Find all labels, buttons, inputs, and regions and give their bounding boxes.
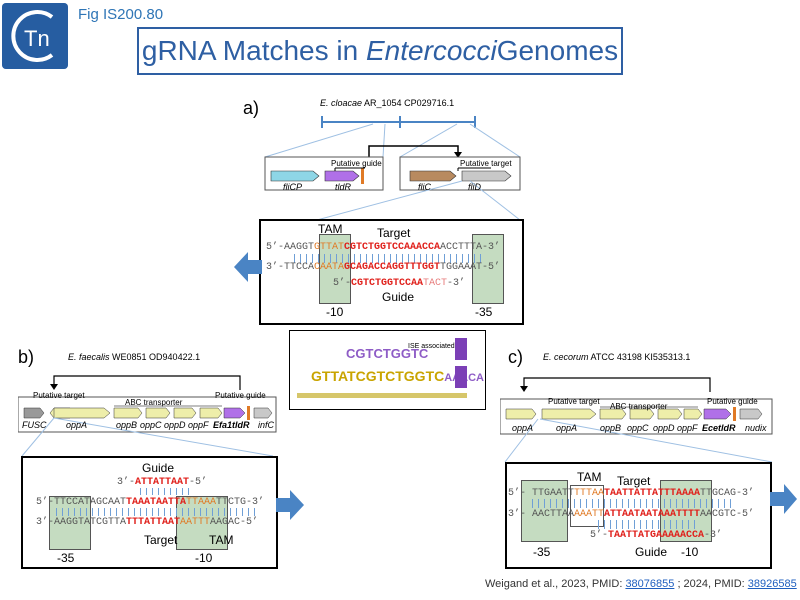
panel-b-seq-bottom: 3’-AAGGTATCGTTATTTATTAATAATTTAAGAC-5’ [36,517,259,528]
gene-c-oppa1: oppA [512,423,534,433]
tn-logo: Tn [2,3,68,69]
panel-c-guide-seq: 5’-TAATTATGAAAAACCA-3’ [590,530,723,541]
gene-c-tldr: EcetldR [702,423,736,433]
gene-flic: fliC [418,182,431,192]
panel-b-guide-seq: 3’-ATTATTAAT-5’ [117,477,208,488]
panel-a-minus35: -35 [475,305,493,319]
gene-c-oppf: oppF [677,423,698,433]
panel-a-guide-seq: 5’-CGTCTGGTCCAATACT-3’ [333,278,466,289]
gene-tldr: tldR [335,182,352,192]
gene-flid: fliD [468,182,481,192]
gene-c-oppd: oppD [653,423,675,433]
title-italic: Entercocci [365,35,497,66]
panel-c-seq-top: 5’- TTGAATTTTTAATAATTATTATTTAAAATTGCAG-3… [508,488,755,499]
panel-c-label: c) [508,347,523,367]
panel-c-35-box [521,480,568,542]
panel-b-seq-box [21,456,278,569]
panel-b-label: b) [18,347,35,367]
gene-b-oppd: oppD [164,420,186,430]
panel-a-map [264,116,521,220]
citation: Weigand et al., 2023, PMID: 38076855 ; 2… [485,578,797,590]
gene-b-oppb: oppB [116,420,138,430]
panel-c-pairs [532,499,732,508]
logo-top-seq: CGTCTGGTC [346,346,429,361]
panel-a-left-arrow [234,252,262,282]
panel-b-target-label: Putative target [33,391,85,400]
panel-a-label: a) [243,98,260,118]
logo-track [297,393,467,398]
panel-a-seq-top: 5’-AAGGTGTTATCGTCTGGTCCAAACCAACCTTTA-3’ [266,242,501,253]
panel-c-target: Target [617,474,651,488]
gene-b-tldr: Efa1tldR [213,420,250,430]
gene-b-fusc: FUSC [22,420,47,430]
logo-bottom-seq: GTTATCGTCTGGTCAAACA [311,368,484,384]
gene-c-nudix: nudix [745,423,767,433]
pmid-link-1[interactable]: 38076855 [625,578,675,590]
title-box: gRNA Matches in Entercocci Genomes [137,27,623,75]
panel-b-minus10: -10 [195,551,213,565]
figure-id: Fig IS200.80 [78,6,164,23]
panel-b-minus35: -35 [57,551,75,565]
panel-b-right-arrow [276,490,304,520]
panel-a-pairs [294,254,484,263]
panel-b-tam-box [176,496,228,550]
panel-a-tam-box [319,234,351,304]
gene-b-oppa: oppA [66,420,88,430]
panel-b-35-box [49,496,91,550]
panel-a-seq-bottom: 3’-TTCCACAATAGCAGACCAGGTTTGGTTGGAAAT-5’ [266,262,501,273]
panel-c-10-box [660,480,712,542]
panel-c-seq-box [505,462,772,569]
panel-a-target: Target [377,226,411,240]
panel-b-seq-top: 5’-TTCCATAGCAATTAAATAATTATTAAATTCTG-3’ [36,497,265,508]
logo-legend-1 [455,338,467,360]
gene-flicp: fliCP [283,182,303,192]
panel-c-abc-label: ABC transporter [610,402,668,411]
panel-b-map [18,375,277,457]
panel-c-seq-bottom: 3’- AACTTAAAAATTATTAATAATAAATTTTAACGTC-5… [508,509,755,520]
logo-legend-2 [455,366,467,388]
panel-a-35-box [472,234,504,304]
panel-a-guide: Guide [382,290,415,304]
panel-c-tam: TAM [577,470,602,484]
title-prefix: gRNA Matches in [141,35,359,66]
panel-b-guide: Guide [142,461,175,475]
panel-c-minus35: -35 [533,545,551,559]
logo-text: Tn [24,26,50,51]
panel-c-target-label: Putative target [548,397,600,406]
pmid-link-2[interactable]: 38926585 [747,578,797,590]
gene-c-oppb: oppB [600,423,622,433]
panel-c-minus10: -10 [681,545,699,559]
gene-c-oppa2: oppA [556,423,578,433]
panel-c-right-arrow [770,484,797,514]
panel-c-map [500,377,773,463]
panel-b-target: Target [144,533,178,547]
panel-c-guide-pairs [598,520,698,529]
panel-a-minus10: -10 [326,305,344,319]
gene-c-oppc: oppC [627,423,649,433]
panel-b-guide-label: Putative guide [215,391,266,400]
panel-b-abc-label: ABC transporter [125,398,183,407]
panel-b-pairs [56,508,256,516]
title-suffix: Genomes [496,35,619,66]
logo-caption: ISE associated [408,343,455,350]
panel-c-organism: E. cecorum ATCC 43198 KI535313.1 [543,352,691,362]
panel-c-guide: Guide [635,545,668,559]
panel-a-tam: TAM [318,222,343,236]
panel-a-target-label: Putative target [460,159,512,168]
panel-a-guide-label: Putative guide [331,159,382,168]
panel-c-guide-label: Putative guide [707,397,758,406]
gene-b-infc: infC [258,420,275,430]
panel-b-tam: TAM [209,533,234,547]
panel-a-organism: E. cloacae AR_1054 CP029716.1 [320,98,455,108]
gene-b-oppf: oppF [188,420,209,430]
panel-b-guide-pairs [140,488,194,495]
panel-b-organism: E. faecalis WE0851 OD940422.1 [68,352,201,362]
gene-b-oppc: oppC [140,420,162,430]
